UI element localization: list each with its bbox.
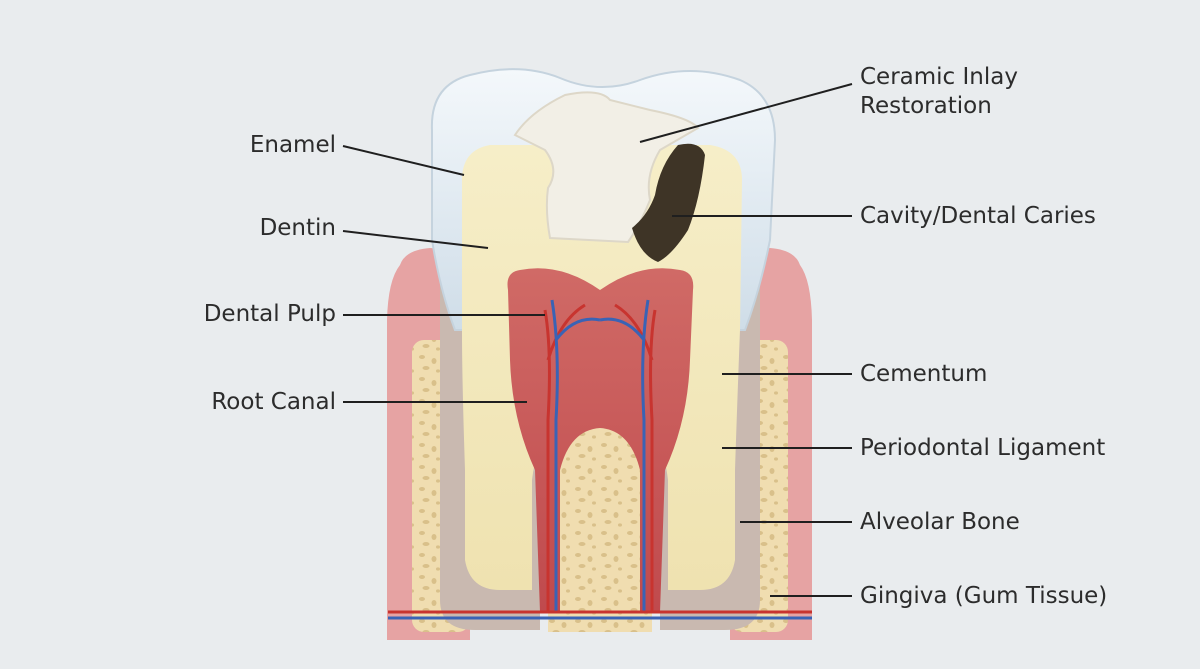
label-cementum: Cementum <box>860 361 988 387</box>
vein <box>550 299 650 612</box>
label-gingiva-gum-tissue: Gingiva (Gum Tissue) <box>860 583 1108 609</box>
pulp-shape <box>507 268 694 612</box>
alveolar-bone-inter-radicular <box>548 405 652 632</box>
label-enamel: Enamel <box>249 132 336 158</box>
label-root-canal: Root Canal <box>211 389 336 415</box>
label-ceramic-inlay-restoration: Ceramic Inlay Restoration <box>860 64 1018 119</box>
label-periodontal-ligament: Periodontal Ligament <box>860 435 1106 461</box>
artery <box>543 303 657 612</box>
label-alveolar-bone: Alveolar Bone <box>860 509 1020 535</box>
label-dentin: Dentin <box>259 215 336 241</box>
caries-shape <box>632 143 705 262</box>
label-dental-pulp: Dental Pulp <box>203 301 336 327</box>
leader-lines <box>342 83 853 597</box>
label-cavity-dental-caries: Cavity/Dental Caries <box>860 203 1096 229</box>
